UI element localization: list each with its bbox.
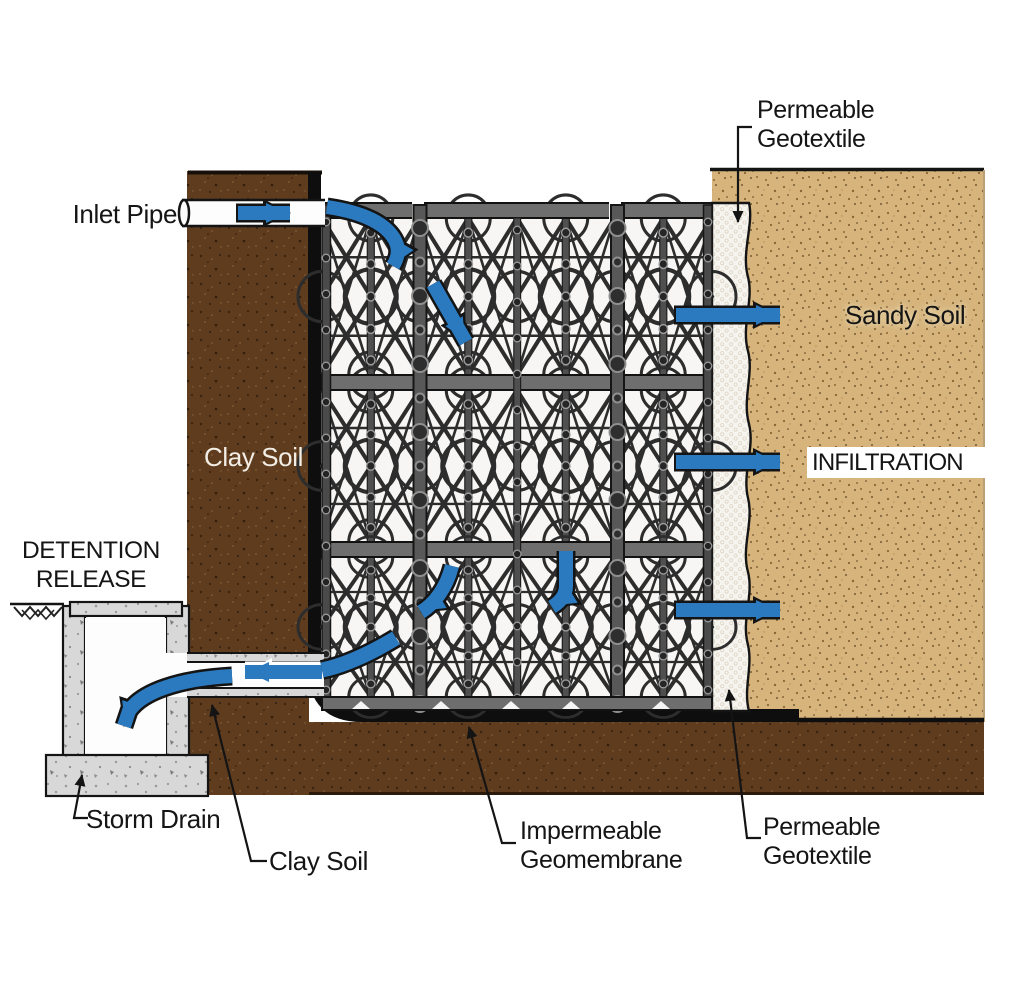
label-detention-release: DETENTION RELEASE bbox=[15, 537, 167, 595]
clay-soil-bottom-band bbox=[208, 722, 984, 795]
outlet-swoosh bbox=[319, 629, 402, 680]
label-line: Geotextile bbox=[757, 125, 866, 153]
tank-bottom-drop-arrow bbox=[546, 551, 583, 616]
label-line: DETENTION bbox=[22, 537, 160, 564]
label-permeable-geotextile-top: Permeable Geotextile bbox=[757, 96, 875, 154]
leader-clay-bottom bbox=[209, 704, 267, 863]
crate-bottom-bar bbox=[321, 696, 713, 711]
leader-impermeable bbox=[466, 726, 516, 845]
label-infiltration: INFILTRATION bbox=[807, 447, 985, 478]
leader-lines bbox=[72, 125, 761, 863]
ground-surface bbox=[10, 602, 64, 621]
label-line: Geotextile bbox=[763, 842, 872, 870]
label-line: Impermeable bbox=[520, 817, 662, 845]
label-clay-soil-bottom: Clay Soil bbox=[269, 846, 368, 876]
label-clay-soil-left: Clay Soil bbox=[204, 442, 303, 472]
label-permeable-geotextile-bottom: Permeable Geotextile bbox=[763, 813, 881, 871]
label-inlet-pipe: Inlet Pipe bbox=[72, 199, 178, 229]
leader-storm-drain bbox=[72, 774, 88, 820]
storm-drain-release-arrow bbox=[114, 666, 233, 730]
flow-arrows bbox=[114, 197, 781, 730]
label-line: RELEASE bbox=[35, 565, 147, 593]
label-sandy-soil: Sandy Soil bbox=[845, 300, 966, 330]
tank-interior-drop-arrow bbox=[424, 279, 475, 347]
inlet-drop-arrow bbox=[325, 197, 419, 271]
sandy-soil-region bbox=[710, 167, 985, 722]
label-line: Permeable bbox=[757, 96, 875, 124]
outlet-curve-arrow bbox=[415, 563, 462, 621]
label-line: Permeable bbox=[763, 813, 881, 841]
label-storm-drain: Storm Drain bbox=[86, 804, 221, 834]
label-impermeable-geomembrane: Impermeable Geomembrane bbox=[520, 817, 683, 875]
leader-permeable-bottom bbox=[724, 689, 761, 840]
leader-permeable-top bbox=[732, 125, 752, 223]
clay-soil-column bbox=[187, 170, 322, 795]
label-line: Geomembrane bbox=[520, 846, 683, 874]
